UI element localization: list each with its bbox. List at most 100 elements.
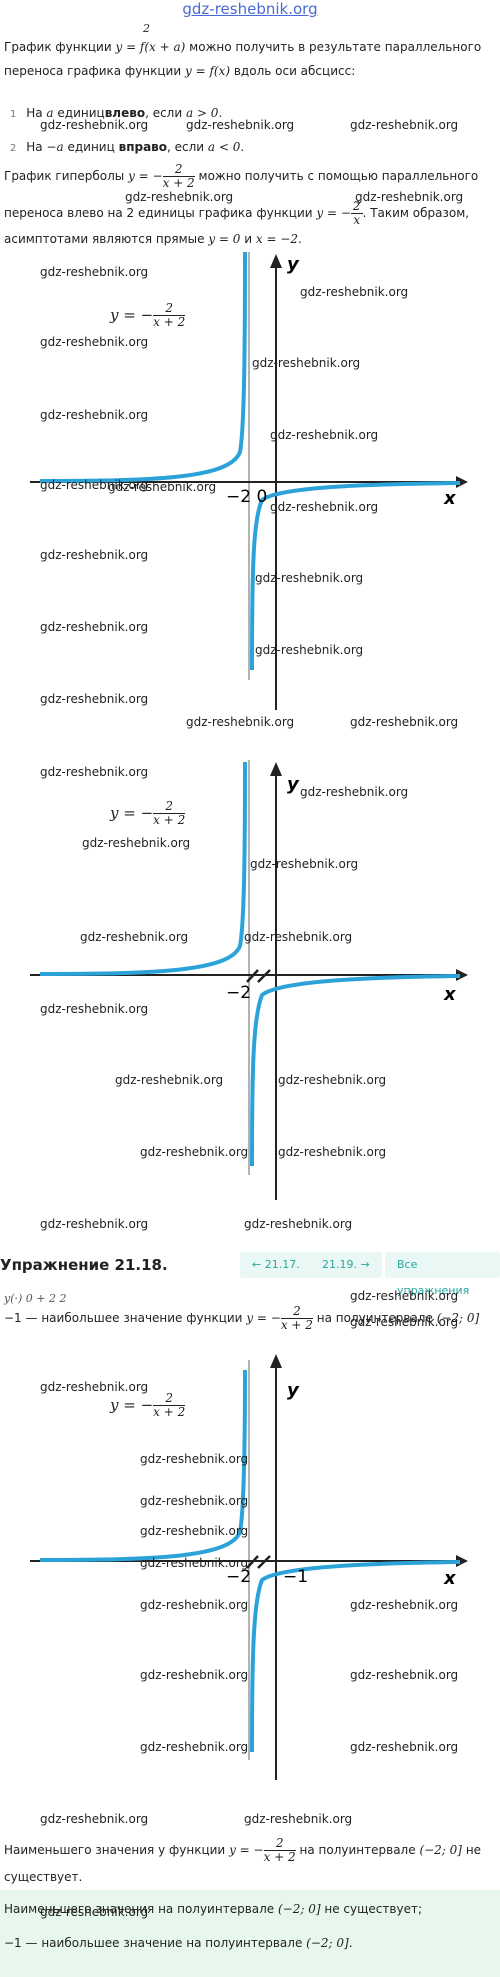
text: −1 — наибольшее значение функции bbox=[4, 1311, 243, 1325]
curve-left-branch bbox=[39, 1369, 247, 1562]
watermark: gdz-reshebnik.org bbox=[355, 190, 464, 204]
watermark: gdz-reshebnik.org bbox=[125, 190, 234, 204]
watermark: gdz-reshebnik.org bbox=[40, 408, 149, 422]
watermark: gdz-reshebnik.org bbox=[278, 1073, 387, 1087]
curve-right-branch bbox=[250, 974, 461, 1167]
list-item-2: 2 На −a единиц вправо, если a < 0. bbox=[10, 138, 496, 158]
interval-hatch bbox=[246, 1555, 271, 1569]
text: , если bbox=[167, 140, 205, 154]
watermark: gdz-reshebnik.org bbox=[250, 857, 359, 871]
text: −1 — наибольшее значение на полуинтервал… bbox=[4, 1936, 303, 1950]
watermark: gdz-reshebnik.org bbox=[300, 785, 409, 799]
text: на полуинтервале bbox=[316, 1311, 433, 1325]
exercise-nav: Упражнение 21.18. ← 21.17. 21.19. → Все … bbox=[0, 1250, 500, 1297]
all-exercises-button[interactable]: Все упражнения bbox=[385, 1252, 500, 1297]
y-axis-label: y bbox=[287, 1380, 300, 1401]
y-axis-label: y bbox=[287, 774, 300, 795]
min-value-line-2: существует. bbox=[4, 1868, 496, 1886]
watermark: gdz-reshebnik.org bbox=[350, 118, 459, 132]
y-axis-arrow bbox=[270, 762, 282, 776]
tick-label-minus-2: −2 bbox=[226, 983, 251, 1003]
formula: y = 0 bbox=[208, 232, 241, 246]
watermark: gdz-reshebnik.org bbox=[140, 1668, 249, 1682]
graph-3-svg: y x −2 −1 bbox=[30, 1354, 468, 1780]
list-item-1: 1 На a единицвлево, если a > 0. bbox=[10, 104, 496, 124]
y-axis-arrow bbox=[270, 1354, 282, 1368]
watermark: gdz-reshebnik.org bbox=[278, 1145, 387, 1159]
text: График гиперболы bbox=[4, 169, 125, 183]
tick-label-minus-1: −1 bbox=[283, 1567, 308, 1587]
curve-left-branch bbox=[39, 251, 247, 483]
interval: (−2; 0] bbox=[278, 1902, 321, 1916]
theory-line-1: График функции y = f(x + a) можно получи… bbox=[4, 38, 496, 56]
watermark: gdz-reshebnik.org bbox=[40, 335, 149, 349]
watermark: gdz-reshebnik.org bbox=[350, 1668, 459, 1682]
list-number: 1 bbox=[10, 109, 17, 120]
text: На bbox=[26, 140, 43, 154]
answer-line-2: −1 — наибольшее значение на полуинтервал… bbox=[4, 1934, 496, 1952]
watermark: gdz-reshebnik.org bbox=[40, 1217, 149, 1231]
theory-line-4: переноса влево на 2 единицы графика функ… bbox=[4, 200, 496, 227]
curve-right-branch bbox=[250, 1560, 461, 1753]
formula-f-x: y = f(x) bbox=[184, 64, 231, 78]
watermark: gdz-reshebnik.org bbox=[350, 1315, 459, 1329]
x-axis-label: x bbox=[443, 1568, 457, 1589]
text: можно получить в результате параллельног… bbox=[189, 40, 482, 54]
watermark: gdz-reshebnik.org bbox=[186, 118, 295, 132]
curve-right-branch bbox=[250, 481, 461, 671]
watermark: gdz-reshebnik.org bbox=[40, 692, 149, 706]
watermark: gdz-reshebnik.org bbox=[40, 548, 149, 562]
text: единиц bbox=[67, 140, 115, 154]
tick-label-minus-2: −2 bbox=[226, 1567, 251, 1587]
watermark: gdz-reshebnik.org bbox=[140, 1524, 249, 1538]
formula: y = − bbox=[128, 169, 163, 183]
watermark: gdz-reshebnik.org bbox=[40, 1812, 149, 1826]
watermark: gdz-reshebnik.org bbox=[140, 1145, 249, 1159]
graph-2-svg: y x −2 bbox=[30, 760, 468, 1200]
site-title[interactable]: gdz-reshebnik.org bbox=[182, 0, 318, 18]
text: на полуинтервале bbox=[299, 1843, 416, 1857]
answer-box: Наименьшего значения на полуинтервале (−… bbox=[0, 1890, 500, 1977]
watermark: gdz-reshebnik.org bbox=[244, 930, 353, 944]
text: переноса графика функции bbox=[4, 64, 182, 78]
watermark: gdz-reshebnik.org bbox=[140, 1740, 249, 1754]
interval: (−2; 0] bbox=[436, 1311, 480, 1325]
text: , если bbox=[145, 106, 183, 120]
y-axis-arrow bbox=[270, 254, 282, 268]
watermark: gdz-reshebnik.org bbox=[244, 1217, 353, 1231]
watermark: gdz-reshebnik.org bbox=[40, 478, 149, 492]
watermark: gdz-reshebnik.org bbox=[140, 1452, 249, 1466]
condition: a < 0. bbox=[207, 140, 245, 154]
prev-exercise-button[interactable]: ← 21.17. bbox=[240, 1252, 312, 1278]
watermark: gdz-reshebnik.org bbox=[270, 500, 379, 514]
answer-line-1: Наименьшего значения на полуинтервале (−… bbox=[4, 1900, 496, 1918]
text: не bbox=[465, 1843, 482, 1857]
text: переноса влево на 2 единицы графика функ… bbox=[4, 206, 313, 220]
formula: y = − bbox=[246, 1311, 281, 1325]
formula: y = − bbox=[316, 206, 351, 220]
watermark: gdz-reshebnik.org bbox=[252, 356, 361, 370]
curve-left-branch bbox=[39, 761, 247, 976]
theory-line-5: асимптотами являются прямые y = 0 и x = … bbox=[4, 230, 496, 248]
graph-1-svg: y x −2 0 bbox=[30, 251, 468, 710]
watermark: gdz-reshebnik.org bbox=[40, 765, 149, 779]
watermark: gdz-reshebnik.org bbox=[140, 1598, 249, 1612]
text: На bbox=[26, 106, 43, 120]
formula-f-xa: y = f(x + a) bbox=[115, 40, 186, 54]
next-exercise-button[interactable]: 21.19. → bbox=[310, 1252, 382, 1278]
formula: x = −2. bbox=[255, 232, 302, 246]
text: единиц bbox=[57, 106, 105, 120]
watermark: gdz-reshebnik.org bbox=[40, 1380, 149, 1394]
watermark: gdz-reshebnik.org bbox=[350, 1289, 459, 1303]
var: −a bbox=[46, 140, 64, 154]
